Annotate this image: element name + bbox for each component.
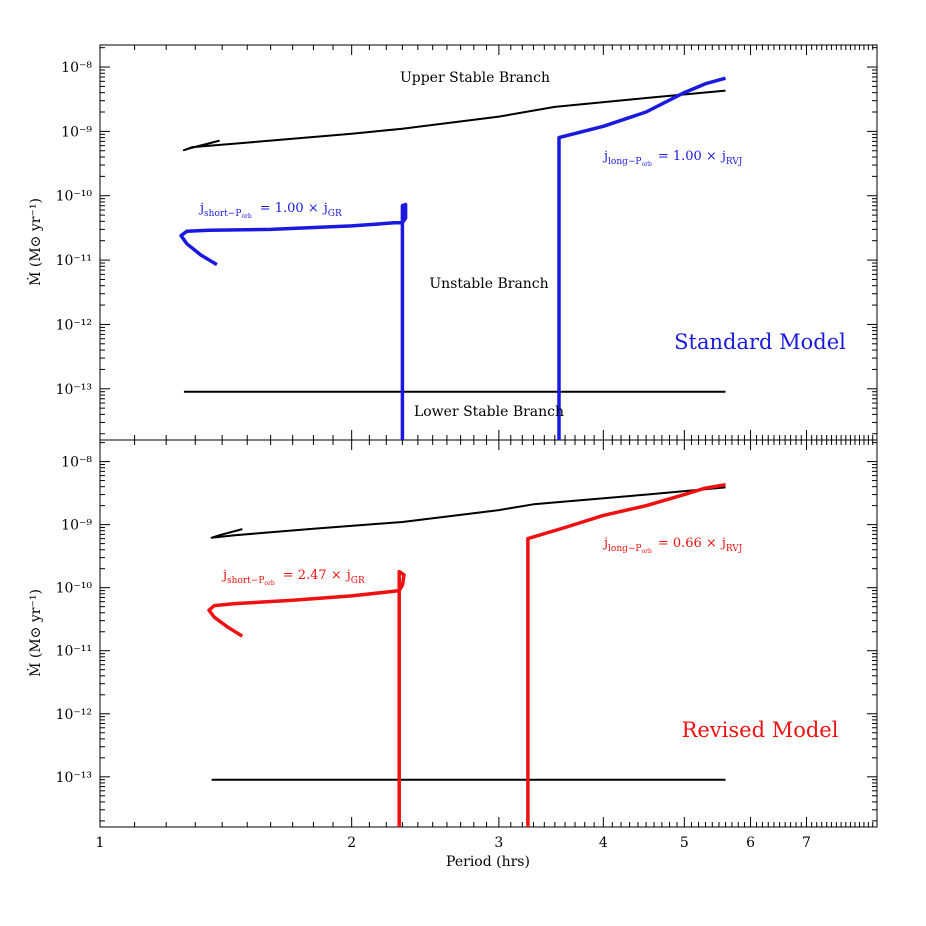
top-short-annotation: jshort−Porb= 1.00 ×jGR (198, 201, 342, 220)
top-series-short (179, 202, 408, 440)
y-tick-label: 10⁻¹¹ (56, 644, 92, 660)
bottom-y-axis-label: Ṁ (M⊙ yr⁻¹) (26, 589, 44, 677)
top-panel-series (179, 76, 726, 440)
y-tick-label: 10⁻⁸ (61, 60, 92, 76)
top-long-annotation: jlong−Porb= 1.00 ×jRVJ (602, 149, 743, 168)
bottom-panel-frame (99, 439, 878, 828)
y-tick-label: 10⁻¹² (56, 317, 92, 333)
bottom-series-upper (210, 486, 726, 539)
y-tick-label: 10⁻⁹ (61, 124, 92, 140)
top-panel-ticks: 10⁻⁸ 10⁻⁹ 10⁻¹⁰ 10⁻¹¹ 10⁻¹² 10⁻¹³ (56, 45, 878, 440)
x-tick-label: 2 (347, 835, 356, 851)
x-tick-label: 5 (680, 835, 689, 851)
y-tick-label: 10⁻¹⁰ (56, 581, 93, 597)
y-tick-label: 10⁻⁹ (61, 518, 92, 534)
unstable-branch-label: Unstable Branch (429, 276, 548, 292)
x-axis-label: Period (hrs) (446, 854, 530, 870)
y-tick-label: 10⁻¹⁰ (56, 189, 93, 205)
lower-stable-branch-label: Lower Stable Branch (414, 404, 564, 420)
y-tick-label: 10⁻⁸ (61, 455, 92, 471)
x-tick-label: 7 (802, 835, 811, 851)
bottom-panel-series (207, 482, 726, 827)
x-tick-label: 6 (746, 835, 755, 851)
top-series-long (557, 76, 726, 440)
bottom-series-short (207, 569, 406, 827)
upper-stable-branch-label: Upper Stable Branch (400, 70, 550, 86)
top-series-upper (182, 89, 726, 152)
x-tick-label: 1 (96, 835, 105, 851)
top-y-axis-label: Ṁ (M⊙ yr⁻¹) (26, 198, 44, 286)
standard-model-label: Standard Model (674, 330, 846, 354)
bottom-series-long (526, 482, 726, 827)
revised-model-label: Revised Model (682, 718, 839, 742)
y-tick-label: 10⁻¹¹ (56, 253, 92, 269)
bottom-short-annotation: jshort−Porb= 2.47 ×jGR (221, 568, 365, 587)
bottom-long-annotation: jlong−Porb= 0.66 ×jRVJ (602, 536, 743, 555)
y-tick-label: 10⁻¹³ (56, 770, 92, 786)
bottom-panel-ticks: 1 2 3 4 5 6 7 10⁻⁸ 10⁻⁹ 10⁻¹⁰ 10⁻¹¹ 10⁻¹² 10⁻¹³ (56, 440, 878, 851)
x-tick-label: 3 (494, 835, 503, 851)
x-tick-label: 4 (599, 835, 608, 851)
y-tick-label: 10⁻¹³ (56, 382, 92, 398)
y-tick-label: 10⁻¹² (56, 707, 92, 723)
top-panel-frame (99, 44, 878, 441)
